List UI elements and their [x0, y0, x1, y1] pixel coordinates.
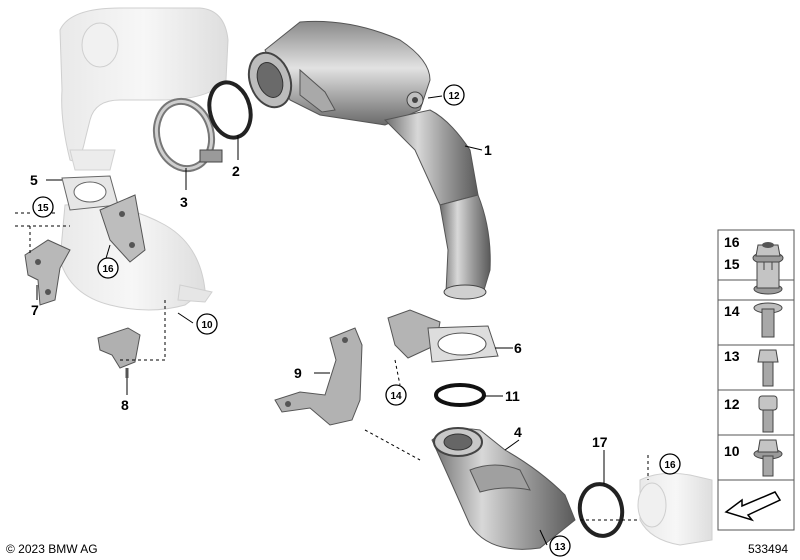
flange-nut-icon	[752, 242, 784, 265]
svg-text:15: 15	[37, 203, 49, 214]
legend-row-12: 12	[724, 395, 778, 433]
svg-text:16: 16	[724, 234, 740, 250]
part-8-bracket	[97, 327, 141, 378]
svg-text:13: 13	[724, 348, 740, 364]
part-7-bracket	[24, 239, 71, 306]
callout-11: 11	[505, 388, 520, 404]
svg-text:10: 10	[724, 443, 740, 459]
legend-row-14: 14	[724, 302, 783, 338]
callout-3: 3	[180, 194, 188, 210]
svg-text:16: 16	[102, 264, 114, 275]
svg-text:14: 14	[724, 303, 740, 319]
ghost-upper-catalyst	[59, 7, 229, 171]
part-bracket-lower-left	[99, 194, 146, 263]
svg-text:12: 12	[724, 396, 740, 412]
callout-7: 7	[31, 302, 39, 318]
svg-text:12: 12	[448, 91, 460, 102]
callout-9: 9	[294, 365, 302, 381]
callout-2: 2	[232, 163, 240, 179]
callout-numbers: 1 2 3 4 5 6 7 8 9 11 17	[30, 142, 608, 450]
legend-row-16: 16	[724, 234, 784, 265]
callout-6: 6	[514, 340, 522, 356]
part-5-gasket	[61, 175, 119, 211]
direction-arrow-icon	[724, 491, 782, 522]
circled-callout-12: 12	[443, 84, 465, 106]
circled-callout-13: 13	[549, 535, 571, 557]
socket-screw-icon	[758, 395, 778, 433]
part-11-ring	[434, 383, 486, 407]
castle-nut-icon	[753, 261, 783, 295]
part-9-bracket	[274, 327, 363, 426]
flange-bolt-icon	[753, 439, 783, 477]
svg-text:14: 14	[390, 391, 402, 402]
circled-callouts: 12 15 16 10 14 13 16	[32, 84, 681, 557]
callout-4: 4	[514, 424, 522, 440]
svg-text:13: 13	[554, 542, 566, 553]
callout-17: 17	[592, 434, 608, 450]
circled-callout-16-left: 16	[97, 257, 119, 279]
svg-text:10: 10	[201, 320, 213, 331]
copyright-text: © 2023 BMW AG	[6, 542, 98, 556]
circled-callout-15: 15	[32, 196, 54, 218]
callout-1: 1	[484, 142, 492, 158]
part-2-ring	[207, 80, 253, 140]
circled-callout-10: 10	[196, 313, 218, 335]
legend-row-10: 10	[724, 439, 783, 477]
legend-row-15: 15	[724, 256, 783, 295]
part-17-ring	[577, 482, 625, 538]
fastener-legend: 16 15 14 13	[717, 229, 795, 531]
hex-bolt-icon	[757, 349, 779, 387]
part-1-catalytic-converter	[247, 20, 491, 300]
circled-callout-16-right: 16	[659, 453, 681, 475]
svg-text:16: 16	[664, 460, 676, 471]
circled-callout-14: 14	[385, 384, 407, 406]
part-3-clamp	[152, 97, 223, 173]
ghost-lower-right-pipe	[637, 472, 713, 546]
part-6-flange-gasket	[387, 309, 499, 363]
callout-5: 5	[30, 172, 38, 188]
svg-text:15: 15	[724, 256, 740, 272]
callout-8: 8	[121, 397, 129, 413]
legend-row-13: 13	[724, 348, 779, 387]
part-4-lower-converter	[431, 427, 576, 550]
diagram-number: 533494	[748, 542, 788, 556]
flange-screw-icon	[753, 302, 783, 338]
